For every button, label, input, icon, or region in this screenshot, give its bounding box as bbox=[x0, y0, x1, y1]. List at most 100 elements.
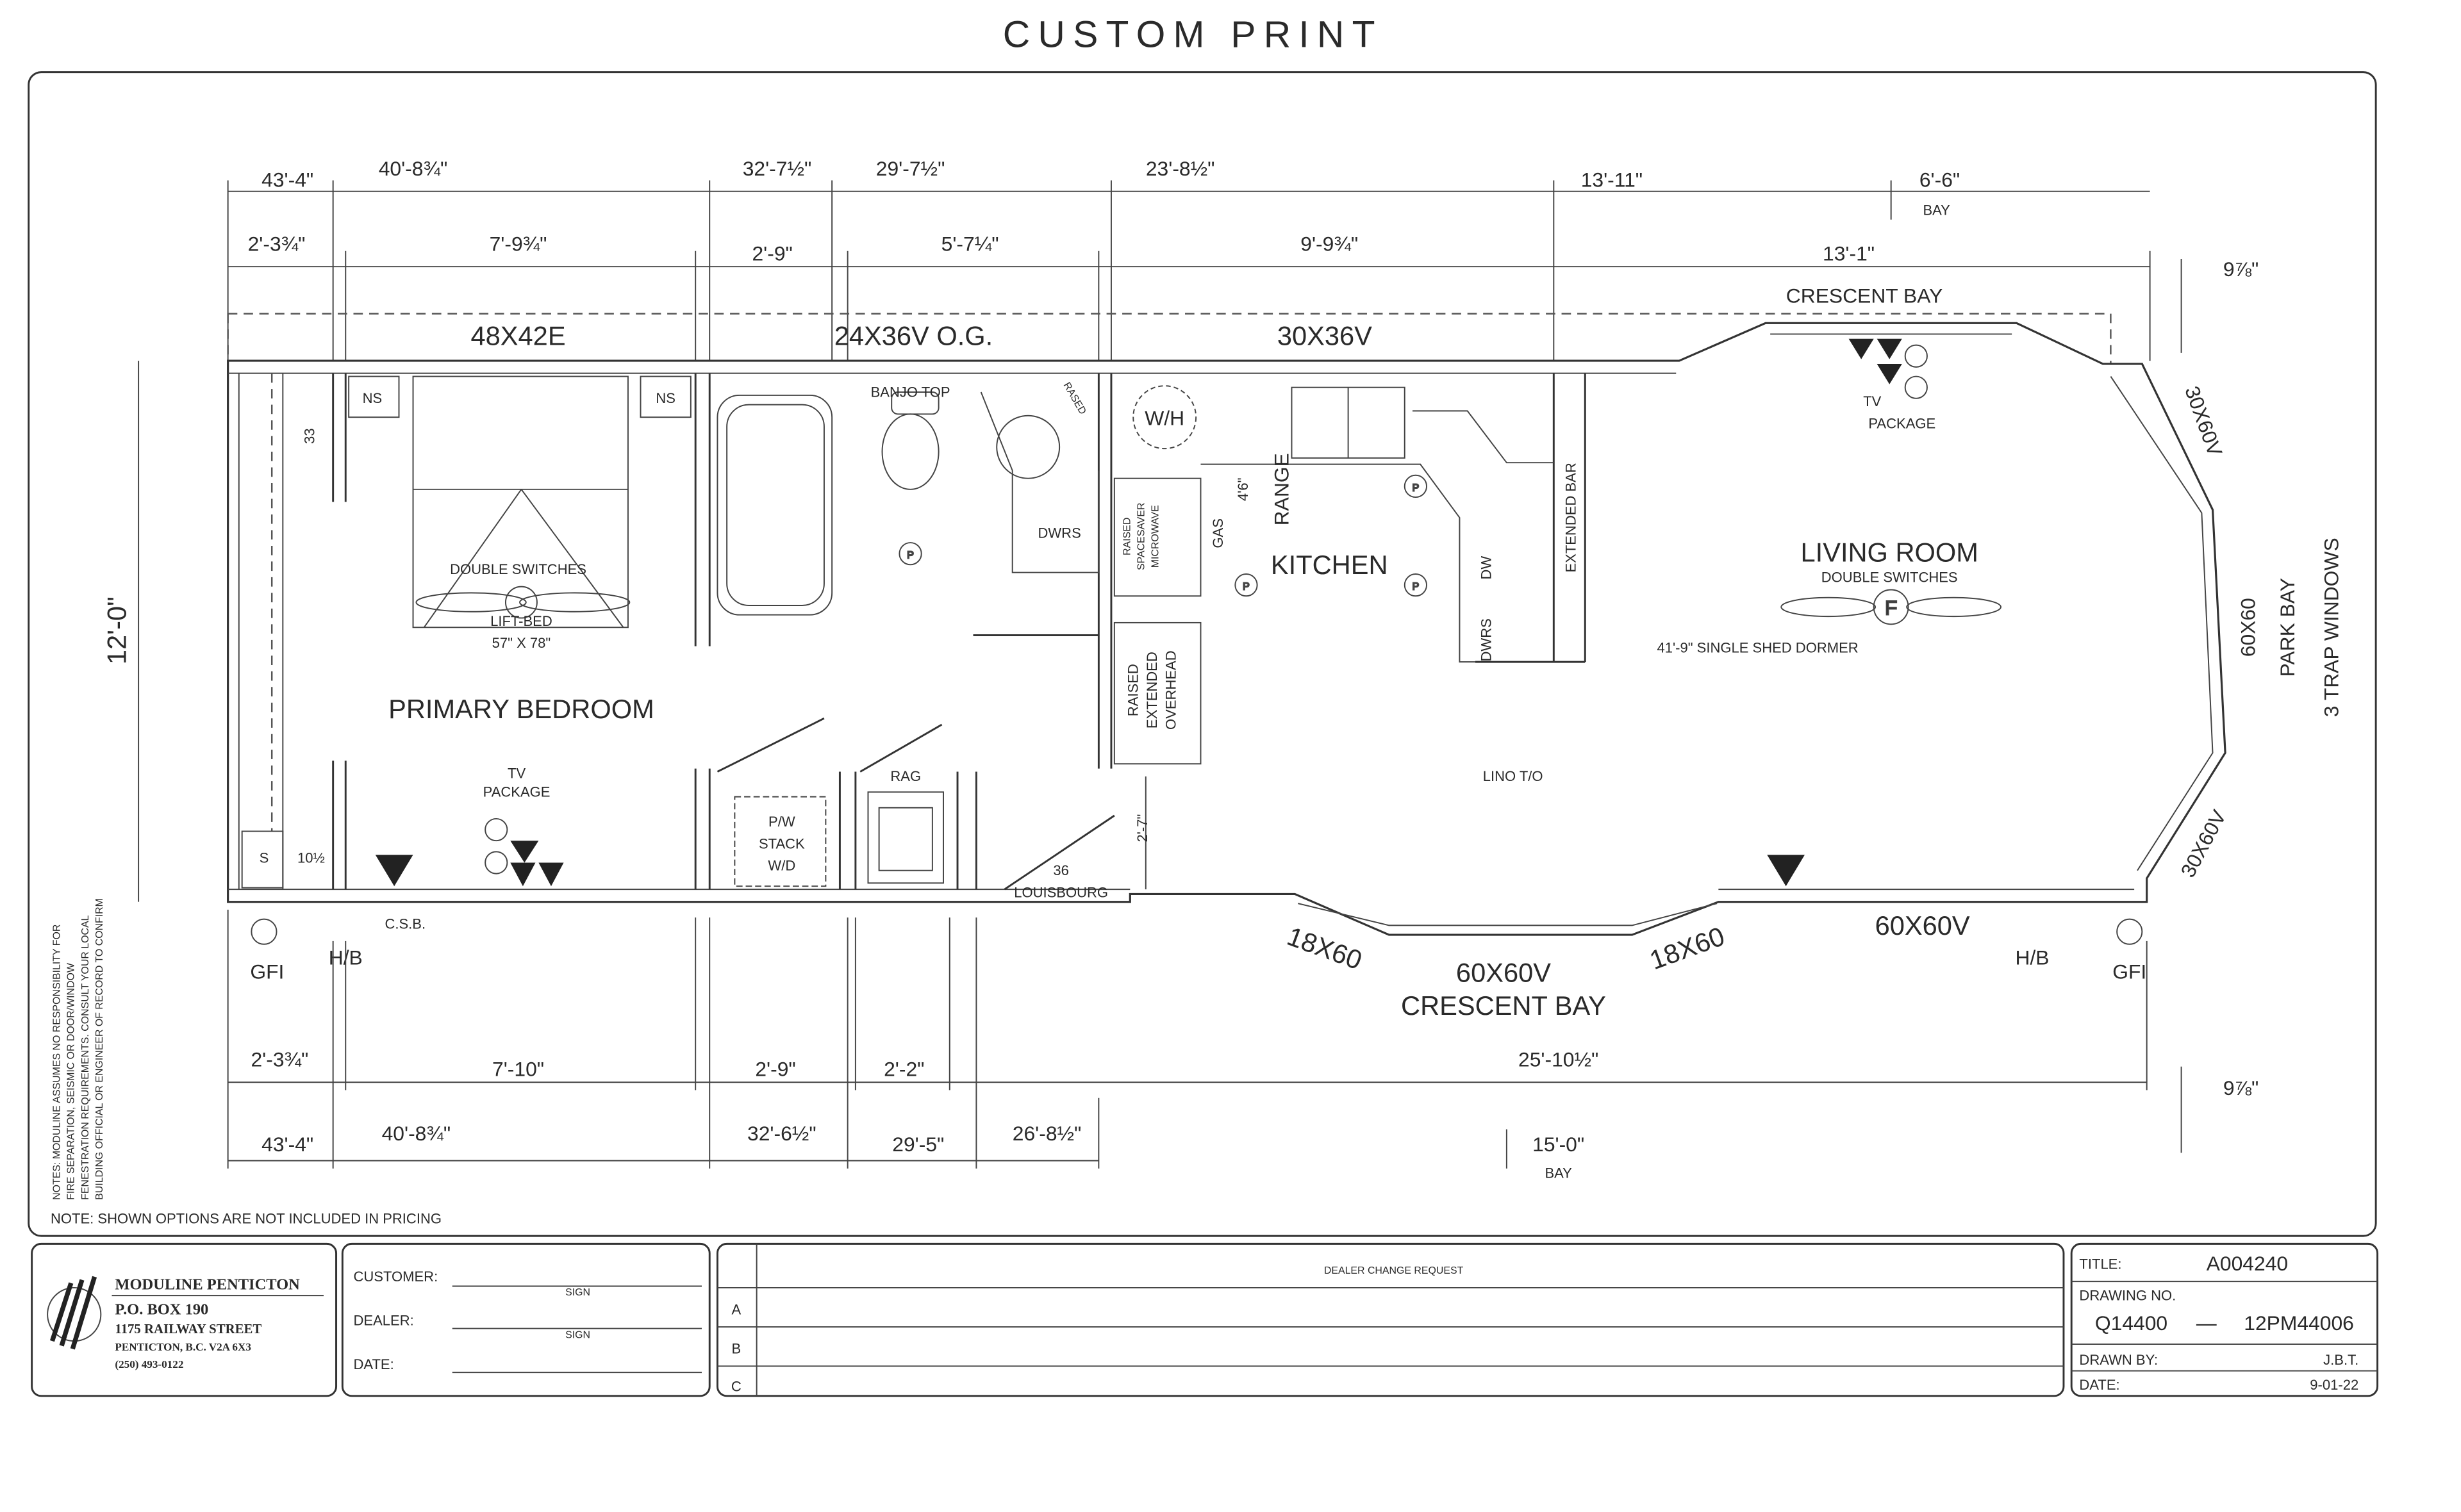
dims-top-r2-3-label: 5'-7¼" bbox=[941, 233, 999, 256]
ellipse-mark bbox=[415, 592, 527, 612]
plan-tv-label: TV bbox=[1863, 393, 1881, 409]
sink bbox=[996, 415, 1061, 479]
plan-closet-33-label: 33 bbox=[301, 428, 317, 444]
polygon-mark bbox=[1877, 363, 1902, 384]
rag-cabinet bbox=[867, 791, 944, 884]
notes-2-label: FENESTRATION REQUIREMENTS. CONSULT YOUR … bbox=[80, 915, 91, 1199]
ceiling-fan-bedroom bbox=[415, 586, 631, 619]
dims-top-r1-3-label: 29'-7½" bbox=[876, 157, 945, 180]
plan-ns-label: NS bbox=[656, 390, 675, 406]
disclaimer-notes: NOTES: MODULINE ASSUMES NO RESPONSIBILIT… bbox=[51, 898, 442, 1226]
plan-lino-label: LINO T/O bbox=[1483, 768, 1543, 784]
top-dim-labels: 43'-4" 40'-8¾" 32'-7½" 29'-7½" 23'-8½" 1… bbox=[248, 157, 2259, 281]
title-block-address-1-label: 1175 RAILWAY STREET bbox=[115, 1322, 261, 1336]
polygon-mark bbox=[510, 862, 536, 887]
circle-mark bbox=[1404, 573, 1427, 597]
title-block-rows-2-label: C bbox=[731, 1378, 742, 1394]
ellipse-mark bbox=[1780, 596, 1877, 618]
dims-top-r2-0-label: 2'-3¾" bbox=[248, 233, 306, 256]
rect-mark bbox=[716, 1242, 2065, 1397]
windows-right-2-label: PARK BAY bbox=[2276, 578, 2299, 677]
plan-door-dim-label: 2'-7" bbox=[1134, 814, 1150, 842]
plan-overhead-1-label: EXTENDED bbox=[1144, 652, 1160, 728]
plan-overhead-2-label: OVERHEAD bbox=[1163, 650, 1179, 730]
plan-living-switches-label: DOUBLE SWITCHES bbox=[1821, 569, 1958, 585]
rect-mark bbox=[1113, 621, 1202, 765]
title-block-drawn-by-label: J.B.T. bbox=[2323, 1352, 2358, 1368]
dims-top-r1-4-label: 23'-8½" bbox=[1146, 157, 1215, 180]
windows-bottom-1-label: 60X60V bbox=[1456, 958, 1551, 988]
windows-right-0-label: 30X60V bbox=[2180, 383, 2227, 459]
width-dimension: 12'-0" bbox=[102, 596, 132, 664]
rect-mark bbox=[1113, 477, 1202, 597]
fixtures bbox=[241, 375, 1554, 890]
plan-plug-label: P bbox=[1243, 581, 1250, 592]
dealer-change-request: DEALER CHANGE REQUEST A B C bbox=[716, 1242, 2065, 1397]
plan-banjo-top-label: BANJO TOP bbox=[871, 384, 950, 400]
title-block-address-0-label: P.O. BOX 190 bbox=[115, 1301, 208, 1319]
title-block-company-label: MODULINE PENTICTON bbox=[115, 1276, 300, 1293]
windows-right-1-label: 60X60 bbox=[2237, 598, 2260, 657]
title-block-title-value-label: A004240 bbox=[2207, 1252, 2288, 1275]
drawing-frame bbox=[28, 71, 2377, 1237]
dims-bottom-r2-2-label: 32'-6½" bbox=[747, 1122, 816, 1145]
line-mark bbox=[717, 717, 825, 773]
note-bottom-label: NOTE: SHOWN OPTIONS ARE NOT INCLUDED IN … bbox=[51, 1211, 442, 1227]
plan-rag-label: RAG bbox=[890, 768, 921, 784]
dims-top-bay-label: BAY bbox=[1923, 202, 1950, 218]
dims-bottom-bay-label: BAY bbox=[1545, 1165, 1572, 1181]
polygon-mark bbox=[375, 855, 413, 887]
plan-ns-label: NS bbox=[363, 390, 383, 406]
bed bbox=[412, 375, 629, 629]
top-dimensions bbox=[227, 180, 2182, 384]
plan-package-label: PACKAGE bbox=[1868, 415, 1935, 431]
plan-microwave-1-label: SPACESAVER bbox=[1136, 503, 1147, 571]
exterior-gfi-label: GFI bbox=[2112, 960, 2146, 983]
polygon-mark bbox=[1848, 338, 1874, 359]
dims-top-r1-0-label: 43'-4" bbox=[261, 168, 313, 191]
plan-louisbourg-label: LOUISBOURG bbox=[1014, 884, 1108, 900]
sheet-title: CUSTOM PRINT bbox=[1003, 13, 1383, 55]
polygon-mark bbox=[1877, 338, 1902, 359]
plan-dw-label: DW bbox=[1478, 556, 1494, 580]
rect-mark bbox=[348, 375, 400, 418]
rect-mark bbox=[640, 375, 692, 418]
notes-3-label: BUILDING OFFICIAL OR ENGINEER OF RECORD … bbox=[94, 898, 105, 1200]
line-mark bbox=[859, 723, 943, 773]
plan-plug-label: P bbox=[907, 550, 914, 561]
dims-top-r2-4-label: 9'-9¾" bbox=[1300, 233, 1358, 256]
rect-mark bbox=[2070, 1242, 2379, 1397]
circle-mark bbox=[899, 542, 922, 566]
company-block: MODULINE PENTICTON P.O. BOX 190 1175 RAI… bbox=[31, 1242, 338, 1397]
rect-mark bbox=[891, 391, 940, 415]
plan-microwave-0-label: RAISED bbox=[1122, 518, 1132, 555]
circle-mark bbox=[251, 918, 278, 945]
dims-top-r2-5-label: 13'-1" bbox=[1823, 242, 1875, 265]
tv-outlet-icons bbox=[375, 338, 1928, 887]
title-block-change-request-label: DEALER CHANGE REQUEST bbox=[1324, 1265, 1464, 1276]
plan-package-label: PACKAGE bbox=[483, 784, 551, 800]
top-window-labels: 48X42E 24X36V O.G. 30X36V CRESCENT BAY bbox=[471, 284, 1943, 350]
circle-mark bbox=[1904, 344, 1928, 368]
ellipse-mark bbox=[1906, 596, 2002, 618]
dims-bottom-r1-3-label: 2'-2" bbox=[884, 1057, 924, 1080]
title-block-drawing-b-label: 12PM44006 bbox=[2244, 1311, 2354, 1335]
title-block-date-value-label-label: DATE: bbox=[2079, 1377, 2119, 1393]
ellipse-mark bbox=[519, 592, 631, 612]
kitchen-label: KITCHEN bbox=[1271, 550, 1388, 580]
circle-mark bbox=[1904, 375, 1928, 399]
bottom-dimensions bbox=[227, 909, 2182, 1169]
circle-mark bbox=[504, 586, 538, 619]
plan-bed-size-label: 57" X 78" bbox=[492, 635, 551, 651]
plan-pw-label: P/W bbox=[768, 814, 795, 830]
stacked-washer-dryer bbox=[734, 796, 827, 887]
plan-dwrs-label: DWRS bbox=[1478, 618, 1494, 661]
polygon-mark bbox=[510, 841, 539, 863]
title-block-rows-0-label: A bbox=[731, 1302, 741, 1318]
path-mark bbox=[980, 391, 1100, 573]
plug-icons: P P P P bbox=[899, 474, 1427, 597]
dims-bottom-r1-4-label: 25'-10½" bbox=[1518, 1048, 1598, 1071]
plan-overhead-0-label: RAISED bbox=[1125, 664, 1141, 716]
circle-mark bbox=[2116, 918, 2143, 945]
dims-top-right-label: 9⅞" bbox=[2223, 258, 2259, 281]
